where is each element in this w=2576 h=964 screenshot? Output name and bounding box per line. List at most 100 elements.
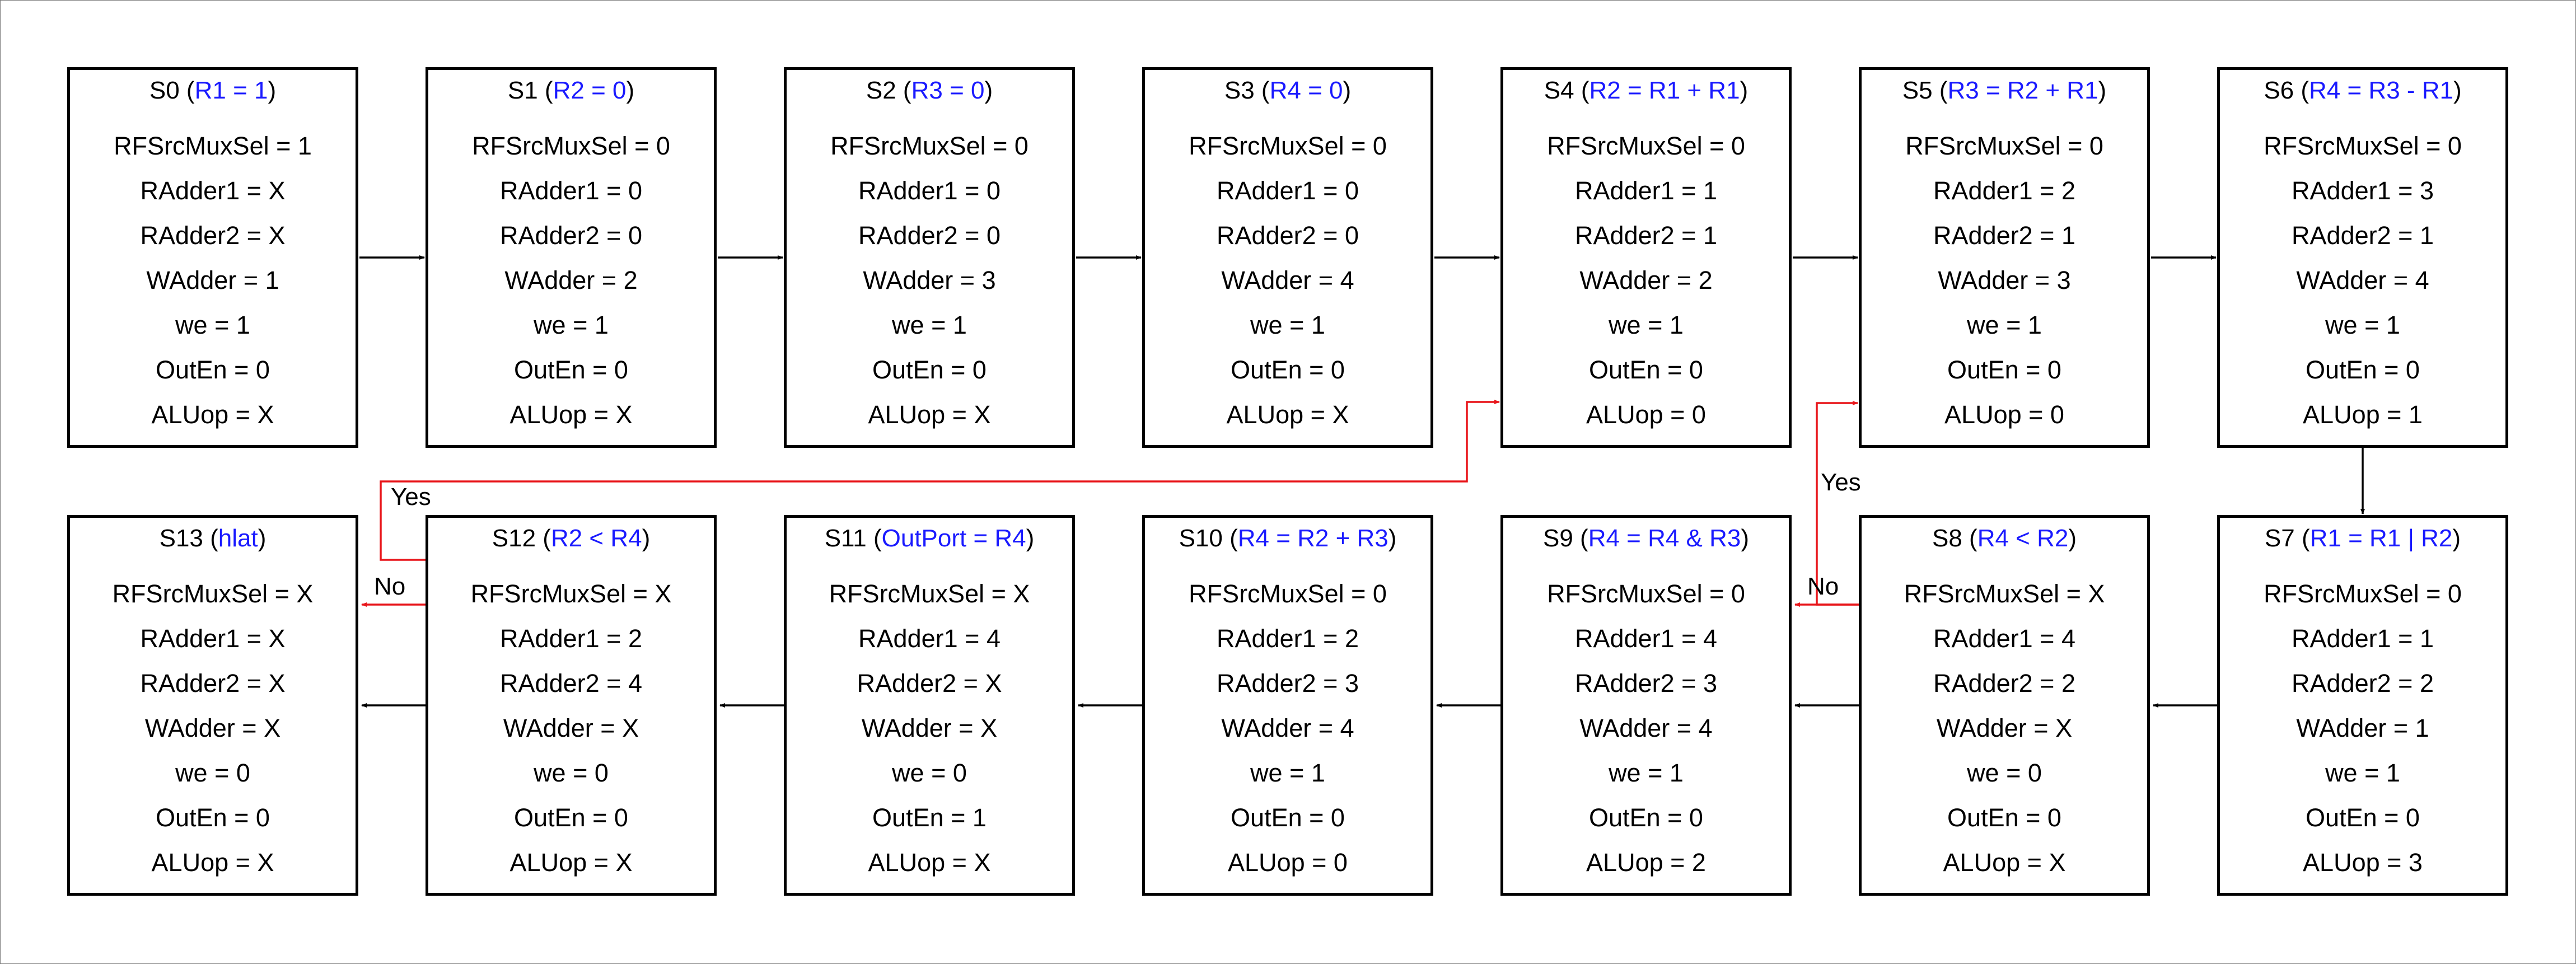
signal-row-radder1: RAdder1 = X — [140, 176, 286, 205]
signal-value: 2 — [623, 266, 638, 294]
signal-row-rfsrcmuxsel: RFSrcMuxSel = X — [112, 579, 314, 608]
signal-name: WAdder — [144, 714, 235, 742]
signal-value: 0 — [1689, 803, 1703, 832]
signal-value: 0 — [986, 176, 1001, 205]
signal-row-radder2: RAdder2 = 1 — [1575, 221, 1717, 250]
signal-name: RAdder2 — [1575, 669, 1675, 698]
signal-name: ALUop — [2303, 848, 2380, 877]
signal-row-we: we = 1 — [175, 311, 250, 339]
signal-value: 0 — [1689, 355, 1703, 384]
signal-name: RAdder1 — [140, 624, 240, 653]
signal-value: X — [980, 714, 998, 742]
signal-value: 1 — [2419, 624, 2434, 653]
signal-name: WAdder — [1938, 266, 2028, 294]
signal-name: WAdder — [863, 266, 953, 294]
signal-row-wadder: WAdder = X — [1936, 714, 2073, 742]
signal-value: X — [268, 669, 286, 698]
signal-name: RAdder2 — [1217, 669, 1316, 698]
signal-value: 0 — [1333, 848, 1348, 877]
state-action: R4 = R3 - R1 — [2309, 77, 2454, 104]
signal-value: 0 — [2047, 355, 2061, 384]
signal-row-outen: OutEn = 0 — [1231, 355, 1345, 384]
signal-name: RFSrcMuxSel — [470, 579, 627, 608]
signal-value: 1 — [1669, 759, 1684, 787]
signal-name: RAdder1 — [1217, 624, 1316, 653]
signal-row-rfsrcmuxsel: RFSrcMuxSel = 0 — [2264, 132, 2462, 160]
signal-value: 0 — [1731, 132, 1745, 160]
signal-name: OutEn — [872, 355, 944, 384]
signal-name: ALUop — [151, 400, 229, 429]
signal-name: WAdder — [1221, 714, 1312, 742]
signal-row-wadder: WAdder = X — [503, 714, 639, 742]
signal-value: 0 — [2047, 803, 2061, 832]
signal-row-radder2: RAdder2 = 1 — [1933, 221, 2075, 250]
signal-name: WAdder — [1221, 266, 1312, 294]
signal-name: RAdder1 — [858, 624, 958, 653]
signal-value: 3 — [981, 266, 996, 294]
signal-row-radder1: RAdder1 = 4 — [1575, 624, 1717, 653]
signal-value: 2 — [2061, 669, 2075, 698]
signal-value: 3 — [2056, 266, 2071, 294]
signal-row-radder1: RAdder1 = 1 — [2292, 624, 2434, 653]
signal-name: ALUop — [1228, 848, 1305, 877]
signal-name: OutEn — [872, 803, 944, 832]
signal-value: 0 — [1372, 579, 1387, 608]
signal-name: RAdder2 — [500, 221, 600, 250]
signal-value: 0 — [2050, 400, 2064, 429]
signal-value: 4 — [1698, 714, 1713, 742]
signal-row-aluop: ALUop = 1 — [2303, 400, 2423, 429]
state-title: S3 (R4 = 0) — [1224, 77, 1352, 104]
signal-name: OutEn — [514, 803, 586, 832]
signal-name: ALUop — [1944, 400, 2022, 429]
signal-name: RAdder2 — [140, 669, 240, 698]
signal-row-rfsrcmuxsel: RFSrcMuxSel = 0 — [472, 132, 670, 160]
signal-row-rfsrcmuxsel: RFSrcMuxSel = 0 — [1547, 132, 1745, 160]
signal-value: X — [1013, 579, 1030, 608]
signal-name: RAdder1 — [500, 176, 600, 205]
signal-row-wadder: WAdder = X — [144, 714, 281, 742]
signal-row-aluop: ALUop = 0 — [1944, 400, 2064, 429]
signal-value: 4 — [1703, 624, 1717, 653]
state-action: R2 = 0 — [553, 77, 627, 104]
signal-value: 1 — [594, 311, 609, 339]
signal-name: RAdder1 — [1217, 176, 1316, 205]
signal-row-radder2: RAdder2 = 0 — [858, 221, 1001, 250]
signal-row-aluop: ALUop = 0 — [1228, 848, 1348, 877]
signal-row-outen: OutEn = 0 — [1589, 803, 1703, 832]
state-name: S7 — [2264, 525, 2295, 552]
signal-value: X — [974, 848, 991, 877]
signal-value: 0 — [594, 759, 609, 787]
signal-row-wadder: WAdder = 4 — [2296, 266, 2429, 294]
signal-value: 2 — [1698, 266, 1713, 294]
signal-name: RAdder1 — [140, 176, 240, 205]
signal-value: 4 — [2061, 624, 2075, 653]
signal-value: 4 — [628, 669, 642, 698]
signal-value: 1 — [2419, 221, 2434, 250]
edge-label-s12-yes: Yes — [391, 483, 431, 511]
signal-name: WAdder — [146, 266, 237, 294]
signal-name: WAdder — [2296, 266, 2387, 294]
signal-row-outen: OutEn = 0 — [1947, 355, 2061, 384]
signal-name: OutEn — [156, 803, 227, 832]
state-action: R4 < R2 — [1977, 525, 2069, 552]
signal-name: RFSrcMuxSel — [472, 132, 628, 160]
signal-name: RFSrcMuxSel — [830, 132, 986, 160]
signal-row-outen: OutEn = 0 — [1947, 803, 2061, 832]
signal-value: 0 — [614, 803, 628, 832]
signal-name: RAdder1 — [2292, 624, 2391, 653]
signal-value: 4 — [2415, 266, 2429, 294]
state-name: S6 — [2264, 77, 2294, 104]
signal-value: X — [2049, 848, 2066, 877]
state-title: S11 (OutPort = R4) — [824, 525, 1035, 552]
signal-row-rfsrcmuxsel: RFSrcMuxSel = 0 — [2264, 579, 2462, 608]
signal-row-outen: OutEn = 0 — [1589, 355, 1703, 384]
signal-name: RAdder2 — [857, 669, 957, 698]
signal-value: X — [654, 579, 672, 608]
signal-row-radder1: RAdder1 = 2 — [1933, 176, 2075, 205]
